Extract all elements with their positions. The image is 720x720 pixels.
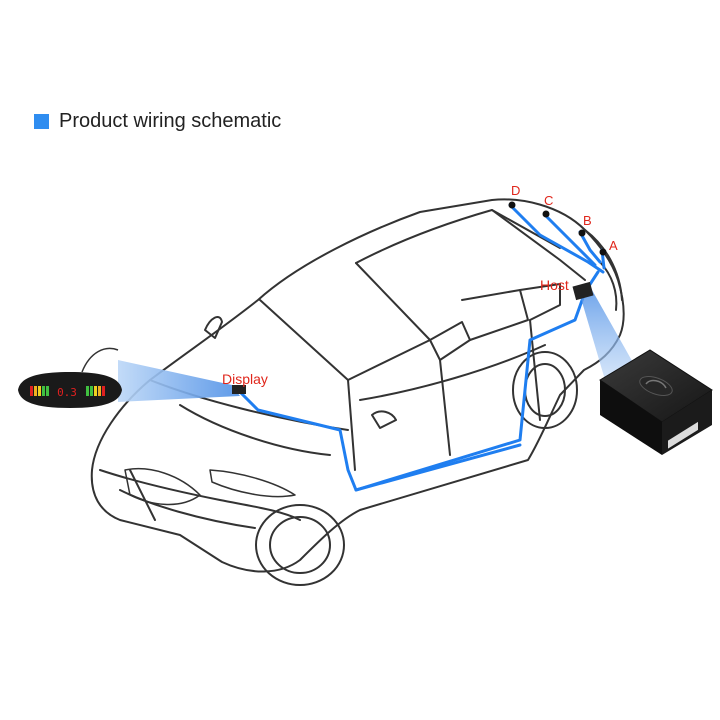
wiring-harness: [238, 203, 606, 492]
display-beam: [118, 360, 240, 402]
sensor-dots: [508, 201, 607, 256]
car-outline: [90, 198, 625, 586]
sensor-a-label: A: [609, 238, 618, 253]
sensor-c-dot: [542, 210, 550, 218]
host-box: [599, 349, 713, 455]
sensor-c-label: C: [544, 193, 553, 208]
sensor-a-dot: [599, 248, 607, 256]
title-row: Product wiring schematic: [34, 110, 281, 133]
display-unit: 0.3: [18, 347, 122, 408]
sensor-b-dot: [578, 229, 586, 237]
display-readout: 0.3: [57, 386, 77, 399]
display-connector: [232, 385, 246, 394]
title-marker: [34, 114, 49, 129]
page-title: Product wiring schematic: [59, 110, 282, 132]
host-connector: [572, 281, 594, 301]
host-label: Host: [540, 277, 569, 293]
sensor-b-label: B: [583, 213, 592, 228]
sensor-d-dot: [508, 201, 516, 209]
sensor-d-label: D: [511, 183, 520, 198]
display-label: Display: [222, 371, 268, 387]
